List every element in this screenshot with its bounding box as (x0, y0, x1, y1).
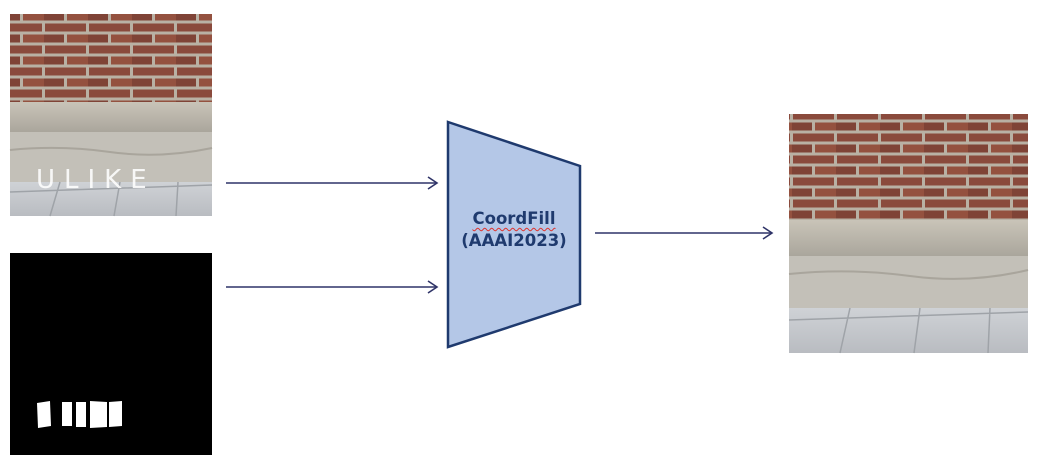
mask-region (37, 401, 122, 428)
mask-image (10, 253, 212, 455)
output-image (788, 114, 1029, 354)
model-block (446, 120, 582, 349)
model-name: CoordFill (472, 209, 556, 228)
model-label: CoordFill (AAAI2023) (440, 208, 588, 252)
watermark-text: ULIKE (36, 165, 156, 195)
model-venue: (AAAI2023) (461, 231, 567, 250)
input-image: ULIKE (9, 14, 213, 217)
